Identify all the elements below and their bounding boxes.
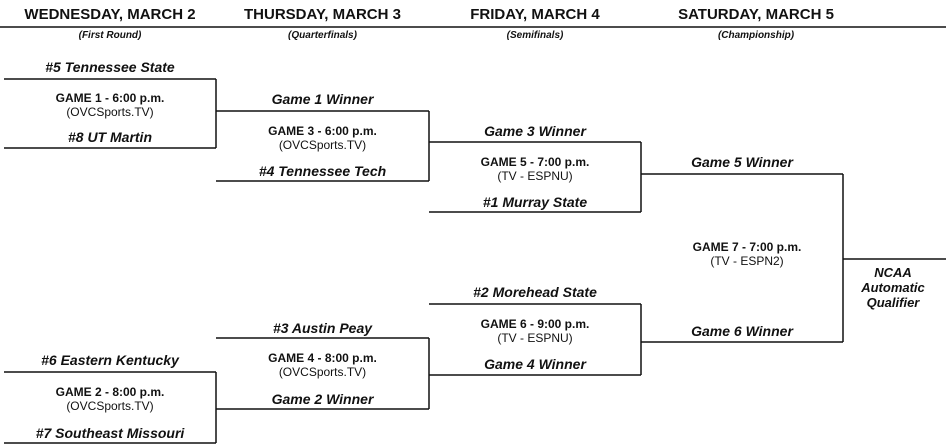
header-day-4: SATURDAY, MARCH 5: [678, 6, 834, 23]
game-4-tv: (OVCSports.TV): [278, 365, 367, 379]
game-6-info: GAME 6 - 9:00 p.m. (TV - ESPNU): [429, 317, 641, 345]
team-murray-state: #1 Murray State: [482, 194, 588, 210]
game-3-info: GAME 3 - 6:00 p.m. (OVCSports.TV): [216, 124, 429, 152]
champion-line-1: NCAA: [874, 265, 912, 280]
game-1-info: GAME 1 - 6:00 p.m. (OVCSports.TV): [4, 91, 216, 119]
game-6-label: GAME 6 - 9:00 p.m.: [480, 317, 590, 331]
team-austin-peay: #3 Austin Peay: [272, 320, 373, 336]
game-6-tv: (TV - ESPNU): [497, 331, 573, 345]
slot-game-2-winner: Game 2 Winner: [271, 391, 374, 407]
game-2-label: GAME 2 - 8:00 p.m.: [55, 385, 165, 399]
slot-game-4-winner: Game 4 Winner: [484, 356, 586, 372]
team-ut-martin: #8 UT Martin: [67, 129, 152, 145]
round-label-1: (First Round): [78, 30, 142, 41]
slot-game-1-winner: Game 1 Winner: [271, 91, 374, 107]
champion-line-3: Qualifier: [866, 295, 920, 310]
slot-game-5-winner: Game 5 Winner: [691, 154, 793, 170]
team-morehead-state: #2 Morehead State: [473, 284, 597, 300]
round-label-2: (Quarterfinals): [288, 30, 357, 41]
champion-slot: NCAA Automatic Qualifier: [848, 265, 938, 310]
slot-game-6-winner: Game 6 Winner: [691, 323, 793, 339]
game-1-tv: (OVCSports.TV): [66, 105, 154, 119]
team-eastern-kentucky: #6 Eastern Kentucky: [41, 352, 179, 368]
header-day-3: FRIDAY, MARCH 4: [470, 6, 600, 23]
game-4-label: GAME 4 - 8:00 p.m.: [268, 351, 377, 365]
game-5-label: GAME 5 - 7:00 p.m.: [480, 155, 590, 169]
slot-game-3-winner: Game 3 Winner: [484, 123, 586, 139]
game-2-tv: (OVCSports.TV): [66, 399, 154, 413]
game-4-info: GAME 4 - 8:00 p.m. (OVCSports.TV): [216, 351, 429, 379]
game-7-label: GAME 7 - 7:00 p.m.: [692, 240, 802, 254]
game-5-tv: (TV - ESPNU): [497, 169, 573, 183]
round-label-4: (Championship): [717, 30, 795, 41]
game-3-label: GAME 3 - 6:00 p.m.: [268, 124, 377, 138]
team-tennessee-state: #5 Tennessee State: [45, 59, 175, 75]
header-day-1: WEDNESDAY, MARCH 2: [24, 6, 196, 23]
game-5-info: GAME 5 - 7:00 p.m. (TV - ESPNU): [429, 155, 641, 183]
round-label-3: (Semifinals): [506, 30, 564, 41]
game-7-info: GAME 7 - 7:00 p.m. (TV - ESPN2): [641, 240, 853, 268]
game-2-info: GAME 2 - 8:00 p.m. (OVCSports.TV): [4, 385, 216, 413]
header-day-2: THURSDAY, MARCH 3: [244, 6, 401, 23]
game-7-tv: (TV - ESPN2): [710, 254, 784, 268]
game-1-label: GAME 1 - 6:00 p.m.: [55, 91, 165, 105]
team-tennessee-tech: #4 Tennessee Tech: [258, 163, 387, 179]
game-3-tv: (OVCSports.TV): [278, 138, 367, 152]
team-southeast-missouri: #7 Southeast Missouri: [35, 425, 185, 441]
champion-line-2: Automatic: [861, 280, 925, 295]
